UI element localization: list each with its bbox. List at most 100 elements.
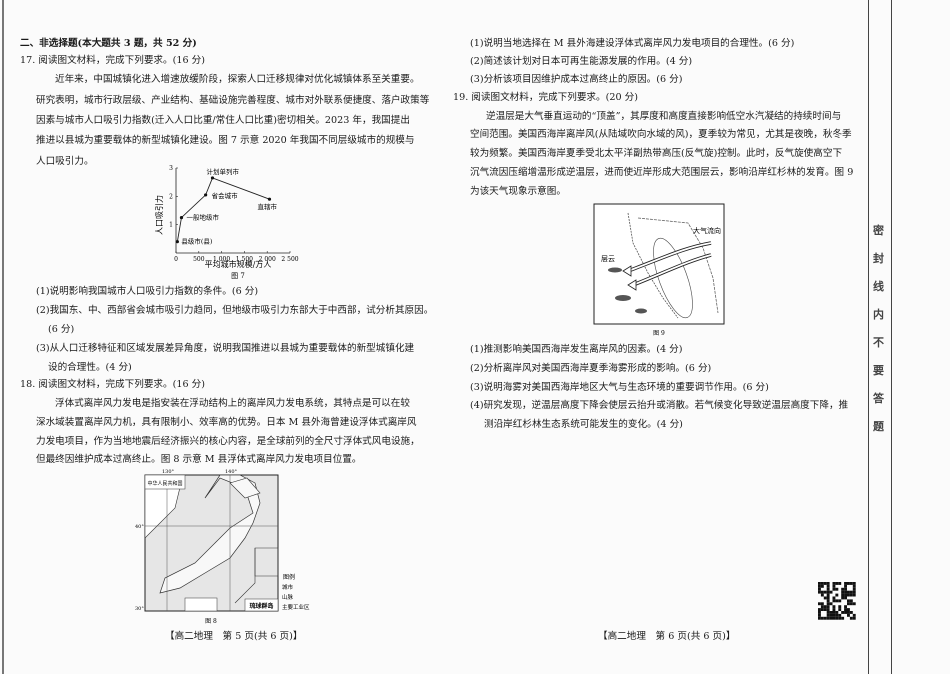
- qr-module: [832, 587, 836, 591]
- q17-title: 17. 阅读图文材料，完成下列要求。(16 分): [20, 55, 205, 66]
- qr-module: [832, 596, 836, 600]
- qr-module: [826, 602, 830, 606]
- qr-module: [852, 616, 856, 620]
- qr-module: [832, 605, 836, 609]
- seal-line-char: 不: [873, 336, 884, 349]
- map-lon-label: 140°: [225, 469, 238, 475]
- q18-question: (2)简述该计划对日本可再生能源发展的作用。(4 分): [470, 56, 693, 67]
- qr-module: [841, 596, 845, 600]
- qr-module: [847, 613, 850, 617]
- qr-module: [841, 587, 845, 591]
- qr-module: [826, 613, 830, 617]
- qr-module: [818, 613, 821, 617]
- qr-module: [847, 599, 850, 603]
- q19-question: 测沿岸红杉林生态系统可能发生的变化。(4 分): [484, 419, 683, 430]
- map-lat-label: 30°: [135, 606, 144, 612]
- qr-module: [820, 608, 824, 611]
- qr-module: [852, 613, 856, 617]
- data-point: [175, 240, 179, 244]
- qr-module: [844, 582, 847, 585]
- q18-para-line: 深水域装置离岸风力机，具有限制小、效率高的优势。日本 M 县外海曾建设浮体式离岸…: [36, 417, 417, 428]
- data-point: [267, 197, 272, 201]
- q18-para-line: 但最终因维护成本过高终止。图 8 示意 M 县浮体式离岸风力发电项目位置。: [36, 454, 362, 465]
- qr-module: [829, 602, 833, 606]
- qr-module: [852, 587, 856, 591]
- qr-module: [847, 611, 850, 614]
- qr-module: [852, 584, 856, 588]
- qr-module: [835, 599, 839, 603]
- qr-module: [829, 613, 833, 617]
- seal-line-char: 密: [873, 224, 884, 237]
- cloud-label: 层云: [601, 255, 615, 263]
- figure-caption: 图 9: [653, 330, 665, 337]
- qr-module: [844, 590, 847, 594]
- qr-module: [852, 602, 856, 606]
- qr-module: [849, 602, 853, 606]
- qr-module: [829, 590, 833, 594]
- map-country-label: 中华人民共和国: [147, 480, 182, 487]
- q19-title: 19. 阅读图文材料，完成下列要求。(20 分): [453, 92, 638, 103]
- data-label: 一般地级市: [186, 213, 219, 222]
- qr-module: [832, 584, 836, 588]
- qr-module: [844, 608, 847, 611]
- seal-line-char: 要: [873, 364, 884, 377]
- q17-para-line: 研究表明，城市行政层级、产业结构、基础设施完善程度、城市对外联系便捷度、落户政策…: [36, 95, 430, 106]
- qr-module: [844, 611, 847, 614]
- qr-module: [849, 582, 853, 585]
- qr-module: [849, 593, 853, 597]
- qr-module: [849, 599, 853, 603]
- x-tick-label: 1 500: [236, 256, 253, 263]
- qr-module: [847, 593, 850, 597]
- qr-module: [844, 587, 847, 591]
- qr-module: [826, 596, 830, 600]
- data-point: [179, 215, 184, 220]
- data-point: [210, 176, 215, 180]
- x-tick-label: 2 500: [281, 256, 298, 263]
- qr-module: [818, 611, 821, 614]
- qr-module: [849, 616, 853, 620]
- map-legend-item: 城市: [282, 583, 294, 591]
- qr-module: [818, 608, 821, 611]
- qr-module: [823, 596, 827, 600]
- y-tick-label: 3: [169, 165, 173, 172]
- figure-9-diagram: 层云 大气流向 图 9: [593, 203, 725, 337]
- qr-module: [826, 582, 830, 585]
- qr-module: [832, 582, 836, 585]
- map-legend-item: 主要工业区: [282, 603, 310, 611]
- qr-module: [826, 584, 830, 588]
- qr-module: [826, 593, 830, 597]
- qr-module: [820, 590, 824, 594]
- x-tick-label: 1 000: [213, 256, 230, 263]
- figure-8-map: 中华人民共和国 130° 140° 40° 30° 琉球群岛 图例 城市 山脉 …: [135, 469, 310, 625]
- qr-module: [829, 611, 833, 614]
- qr-module: [835, 616, 839, 620]
- scan-edge-left: [2, 0, 4, 674]
- qr-module: [835, 593, 839, 597]
- qr-module: [820, 605, 824, 609]
- qr-module: [847, 608, 850, 611]
- q19-para-line: 空间范围。美国西海岸离岸风(从陆域吹向水域的风)，夏季较为常见，尤其是夜晚，秋冬…: [470, 129, 852, 140]
- qr-module: [844, 584, 847, 588]
- qr-module: [832, 616, 836, 620]
- q19-question: (4)研究发现，逆温层高度下降会使层云抬升或消散。若气候变化导致逆温层高度下降，…: [470, 400, 849, 411]
- qr-module: [838, 613, 842, 617]
- qr-module: [852, 582, 856, 585]
- qr-module: [823, 616, 827, 620]
- seal-line-char: 线: [873, 280, 884, 293]
- q17-question: (1)说明影响我国城市人口吸引力指数的条件。(6 分): [36, 286, 259, 297]
- qr-module: [852, 590, 856, 594]
- qr-module: [838, 605, 842, 609]
- qr-module: [844, 596, 847, 600]
- qr-module: [835, 582, 839, 585]
- q17-para-line: 人口吸引力。: [36, 156, 94, 167]
- qr-module: [818, 602, 821, 606]
- qr-module: [823, 605, 827, 609]
- q18-para-line: 浮体式离岸风力发电是指安装在浮动结构上的离岸风力发电系统，其特点是可以在较: [55, 398, 410, 409]
- qr-module: [832, 599, 836, 603]
- qr-module: [849, 611, 853, 614]
- map-inset-label: 琉球群岛: [249, 602, 273, 610]
- qr-module: [826, 611, 830, 614]
- data-label: 直辖市: [257, 202, 277, 211]
- qr-module: [838, 616, 842, 620]
